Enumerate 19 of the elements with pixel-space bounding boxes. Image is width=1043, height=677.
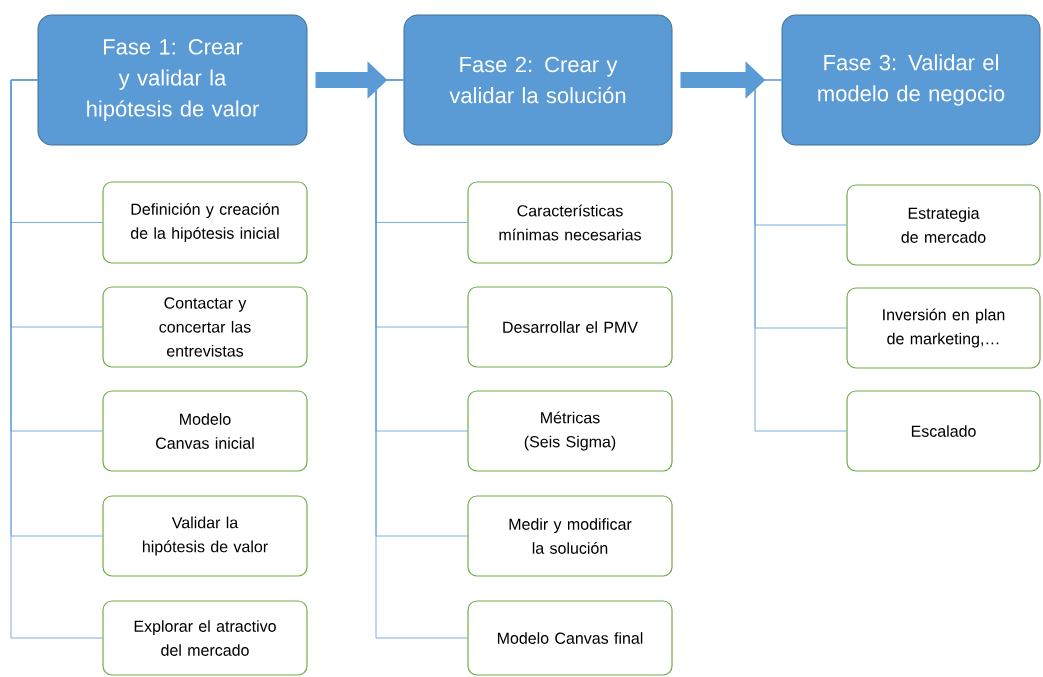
connector-line [754,79,847,432]
connector-line [375,79,468,639]
step-box: Validar la hipótesis de valor [102,495,308,577]
step-box: Modelo Canvas final [467,600,673,676]
phase-box: Fase 2: Crear y validar la solución [403,14,673,146]
connector-line [10,79,103,639]
step-box: Escalado [846,390,1041,472]
phase-box: Fase 3: Validar el modelo de negocio [781,14,1041,146]
step-box: Desarrollar el PMV [467,286,673,368]
step-box: Estrategia de mercado [846,184,1041,266]
phase-box: Fase 1: Crear y validar la hipótesis de valor [37,14,308,146]
step-box: Inversión en plan de marketing,… [846,287,1041,369]
step-box: Definición y creación de la hipótesis inicial [102,181,308,264]
step-box: Medir y modificar la solución [467,495,673,577]
step-box: Métricas (Seis Sigma) [467,390,673,472]
step-box: Explorar el atractivo del mercado [102,600,308,676]
step-box: Modelo Canvas inicial [102,390,308,472]
step-box: Contactar y concertar las entrevistas [102,286,308,368]
step-box: Características mínimas necesarias [467,181,673,264]
